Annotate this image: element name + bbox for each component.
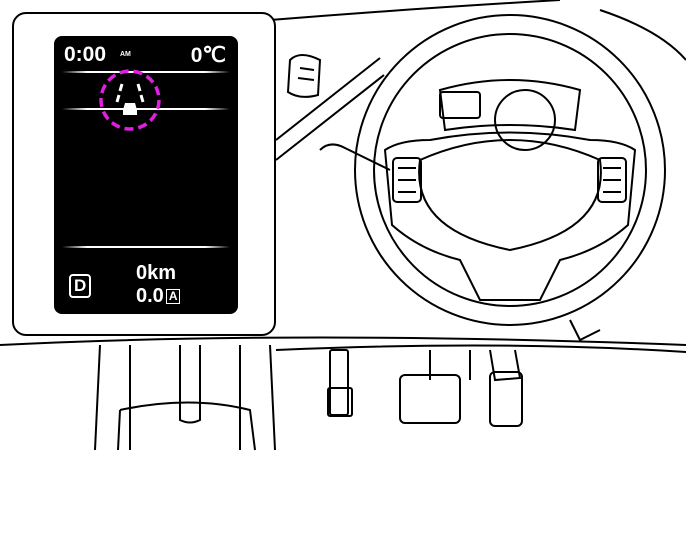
shift-lever <box>179 345 201 424</box>
outside-temperature: 0℃ <box>190 44 226 67</box>
gear-indicator: D <box>69 274 92 298</box>
odometer: 0km <box>136 262 177 284</box>
callout-leader <box>275 57 385 161</box>
instrument-hood <box>438 79 582 132</box>
parking-pedal <box>327 387 353 417</box>
windshield-line <box>269 0 561 21</box>
trip-label: A <box>165 289 181 304</box>
divider <box>62 71 230 73</box>
brake-pedal <box>399 374 461 424</box>
steering-wheel-rim <box>354 14 666 326</box>
right-switches <box>597 157 627 203</box>
divider <box>62 246 230 248</box>
accelerator-pedal <box>489 371 523 427</box>
trip-value: 0.0 <box>136 285 164 307</box>
divider <box>62 108 230 110</box>
steering-hub <box>383 131 637 301</box>
air-vent <box>286 54 322 98</box>
lane-departure-warning-icon <box>99 69 161 131</box>
airbag <box>418 139 602 252</box>
left-switches <box>392 157 422 203</box>
clock: 0:00 <box>64 43 107 66</box>
clock-suffix: AM <box>120 51 131 58</box>
